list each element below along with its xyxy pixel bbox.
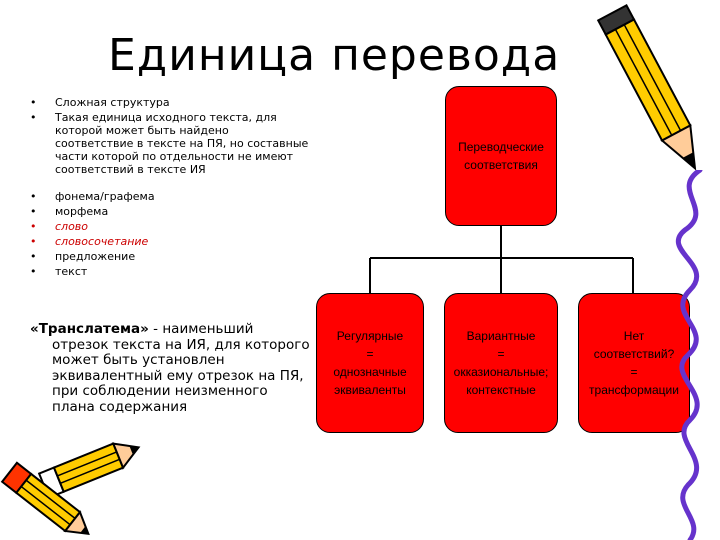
diagram-child-box: Вариантные = окказиональные; контекстные	[444, 293, 558, 433]
diagram-child-box: Регулярные = однозначные эквиваленты	[316, 293, 424, 433]
diagram-root-box: Переводческие соответствия	[445, 86, 557, 226]
pencil-icon	[0, 430, 150, 540]
diagram-child-label: Регулярные = однозначные эквиваленты	[333, 327, 406, 399]
squiggle-line	[660, 170, 720, 540]
diagram-child-label: Вариантные = окказиональные; контекстные	[454, 327, 549, 399]
diagram-root-label: Переводческие соответствия	[458, 138, 544, 174]
